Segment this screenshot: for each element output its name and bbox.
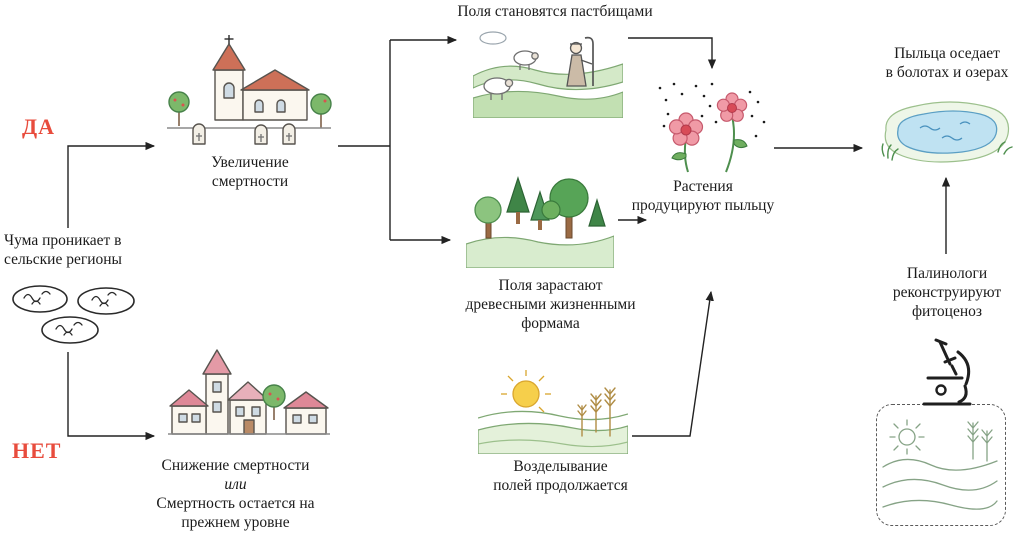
mortality-up-label: Увеличение смертности [211,154,289,190]
plague-bacteria-illustration [12,285,135,344]
pollen-settles-label: Пыльца оседает в болотах и озерах [885,45,1009,81]
pasture-shepherd-illustration [473,31,623,118]
lake-illustration [881,101,1013,163]
arrow-pasture-to-flowers [628,37,717,70]
landscape-sketch-box [876,404,1006,526]
church-cemetery-illustration [167,35,332,145]
arrow-yes-branch [67,141,156,228]
fields-overgrow-label: Поля зарастают древесными жизненными фор… [465,277,636,332]
yes-label: ДА [22,114,56,139]
cultivation-label: Возделывание полей продолжается [493,458,628,494]
palynologists-label: Палинологи реконструируют фитоценоз [892,265,1002,320]
cultivated-field-illustration [478,370,628,454]
arrow-no-branch [67,352,156,441]
plants-pollen-label: Растения продуцируют пыльцу [631,178,775,214]
fields-pastures-label: Поля становятся пастбищами [457,3,653,20]
no-label: НЕТ [12,438,62,463]
microscope-illustration [922,338,972,406]
landscape-sketch-illustration [882,419,998,510]
plague-label: Чума проникает в сельские регионы [4,232,122,268]
flowers-pollen-illustration [658,82,766,173]
arrow-field-to-flowers [632,290,714,437]
village-illustration [168,349,330,435]
mortality-down-label: Снижение смертности или Смертность остае… [156,457,315,531]
woodland-illustration [466,176,614,268]
